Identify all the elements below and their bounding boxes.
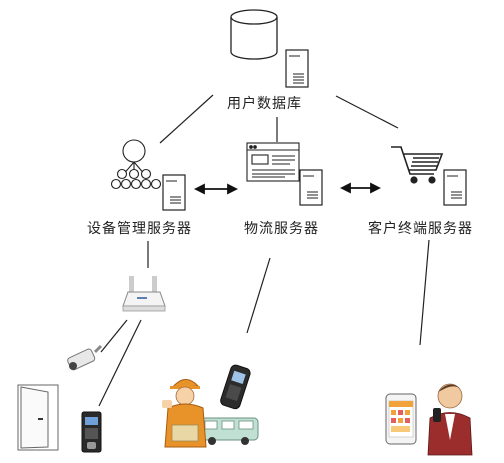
edge-client-customer bbox=[419, 239, 430, 346]
edge-device-logistics-arrow bbox=[193, 183, 239, 195]
client-terminal-server-label: 客户终端服务器 bbox=[368, 221, 473, 237]
edge-router-terminal bbox=[98, 319, 142, 407]
wifi-router-icon bbox=[122, 276, 166, 312]
server-tower-icon bbox=[299, 169, 323, 206]
org-tree-icon bbox=[110, 139, 162, 190]
edge-logistics-courier bbox=[246, 257, 271, 334]
smartphone-icon bbox=[385, 393, 417, 445]
door-icon bbox=[17, 384, 59, 451]
logistics-server-label: 物流服务器 bbox=[244, 221, 319, 237]
shopping-cart-icon bbox=[391, 146, 444, 184]
server-tower-icon bbox=[162, 174, 186, 211]
device-management-server-label: 设备管理服务器 bbox=[87, 221, 192, 237]
web-page-icon bbox=[246, 142, 300, 182]
edge-db-device bbox=[159, 94, 214, 144]
customer-with-phone-icon bbox=[427, 383, 473, 456]
edge-logistics-client-arrow bbox=[339, 182, 382, 194]
server-tower-icon bbox=[285, 49, 309, 88]
edge-router-camera bbox=[100, 319, 128, 353]
delivery-trucks-icon bbox=[199, 417, 259, 445]
server-tower-icon bbox=[443, 169, 467, 206]
database-cylinder-icon bbox=[230, 9, 278, 60]
handheld-scanner-icon bbox=[220, 364, 251, 410]
courier-worker-icon bbox=[162, 379, 207, 448]
security-camera-icon bbox=[67, 344, 103, 371]
user-database-label: 用户数据库 bbox=[227, 96, 302, 112]
edge-db-client bbox=[335, 95, 399, 129]
access-control-terminal-icon bbox=[81, 411, 102, 453]
